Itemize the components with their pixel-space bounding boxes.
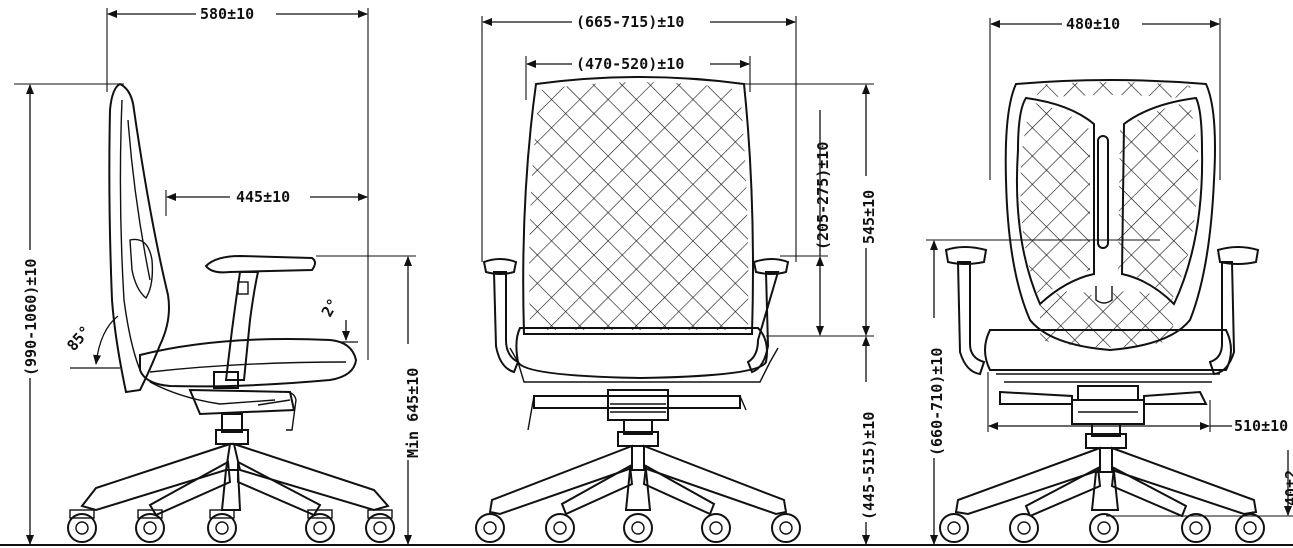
rear-view: 480±10 (660-710)±10 510±10 40±2 (924, 14, 1293, 545)
dim-side-recline: 85° (63, 322, 94, 354)
dim-front-back-height: 545±10 (860, 190, 878, 244)
dim-front-width: (665-715)±10 (576, 13, 684, 31)
dim-rear-base-height: 40±2 (1282, 470, 1293, 506)
dim-front-back-width: (470-520)±10 (576, 55, 684, 73)
dim-side-depth: 580±10 (200, 5, 254, 23)
side-view: 580±10 445±10 (990-1060)±10 85° 2° Min 6… (14, 4, 422, 545)
dim-side-armrest: Min 645±10 (404, 368, 422, 458)
front-view: (665-715)±10 (470-520)±10 (205-275)±10 5… (475, 12, 878, 545)
dim-rear-back-width: 480±10 (1066, 15, 1120, 33)
dim-side-height: (990-1060)±10 (22, 259, 40, 376)
dim-rear-seat-width: 510±10 (1234, 417, 1288, 435)
dim-front-lumbar: (205-275)±10 (814, 142, 832, 250)
dim-side-seat-depth: 445±10 (236, 188, 290, 206)
dim-front-seat-height: (445-515)±10 (860, 412, 878, 520)
dim-rear-armrest: (660-710)±10 (928, 348, 946, 456)
dim-side-tilt: 2° (318, 295, 343, 320)
